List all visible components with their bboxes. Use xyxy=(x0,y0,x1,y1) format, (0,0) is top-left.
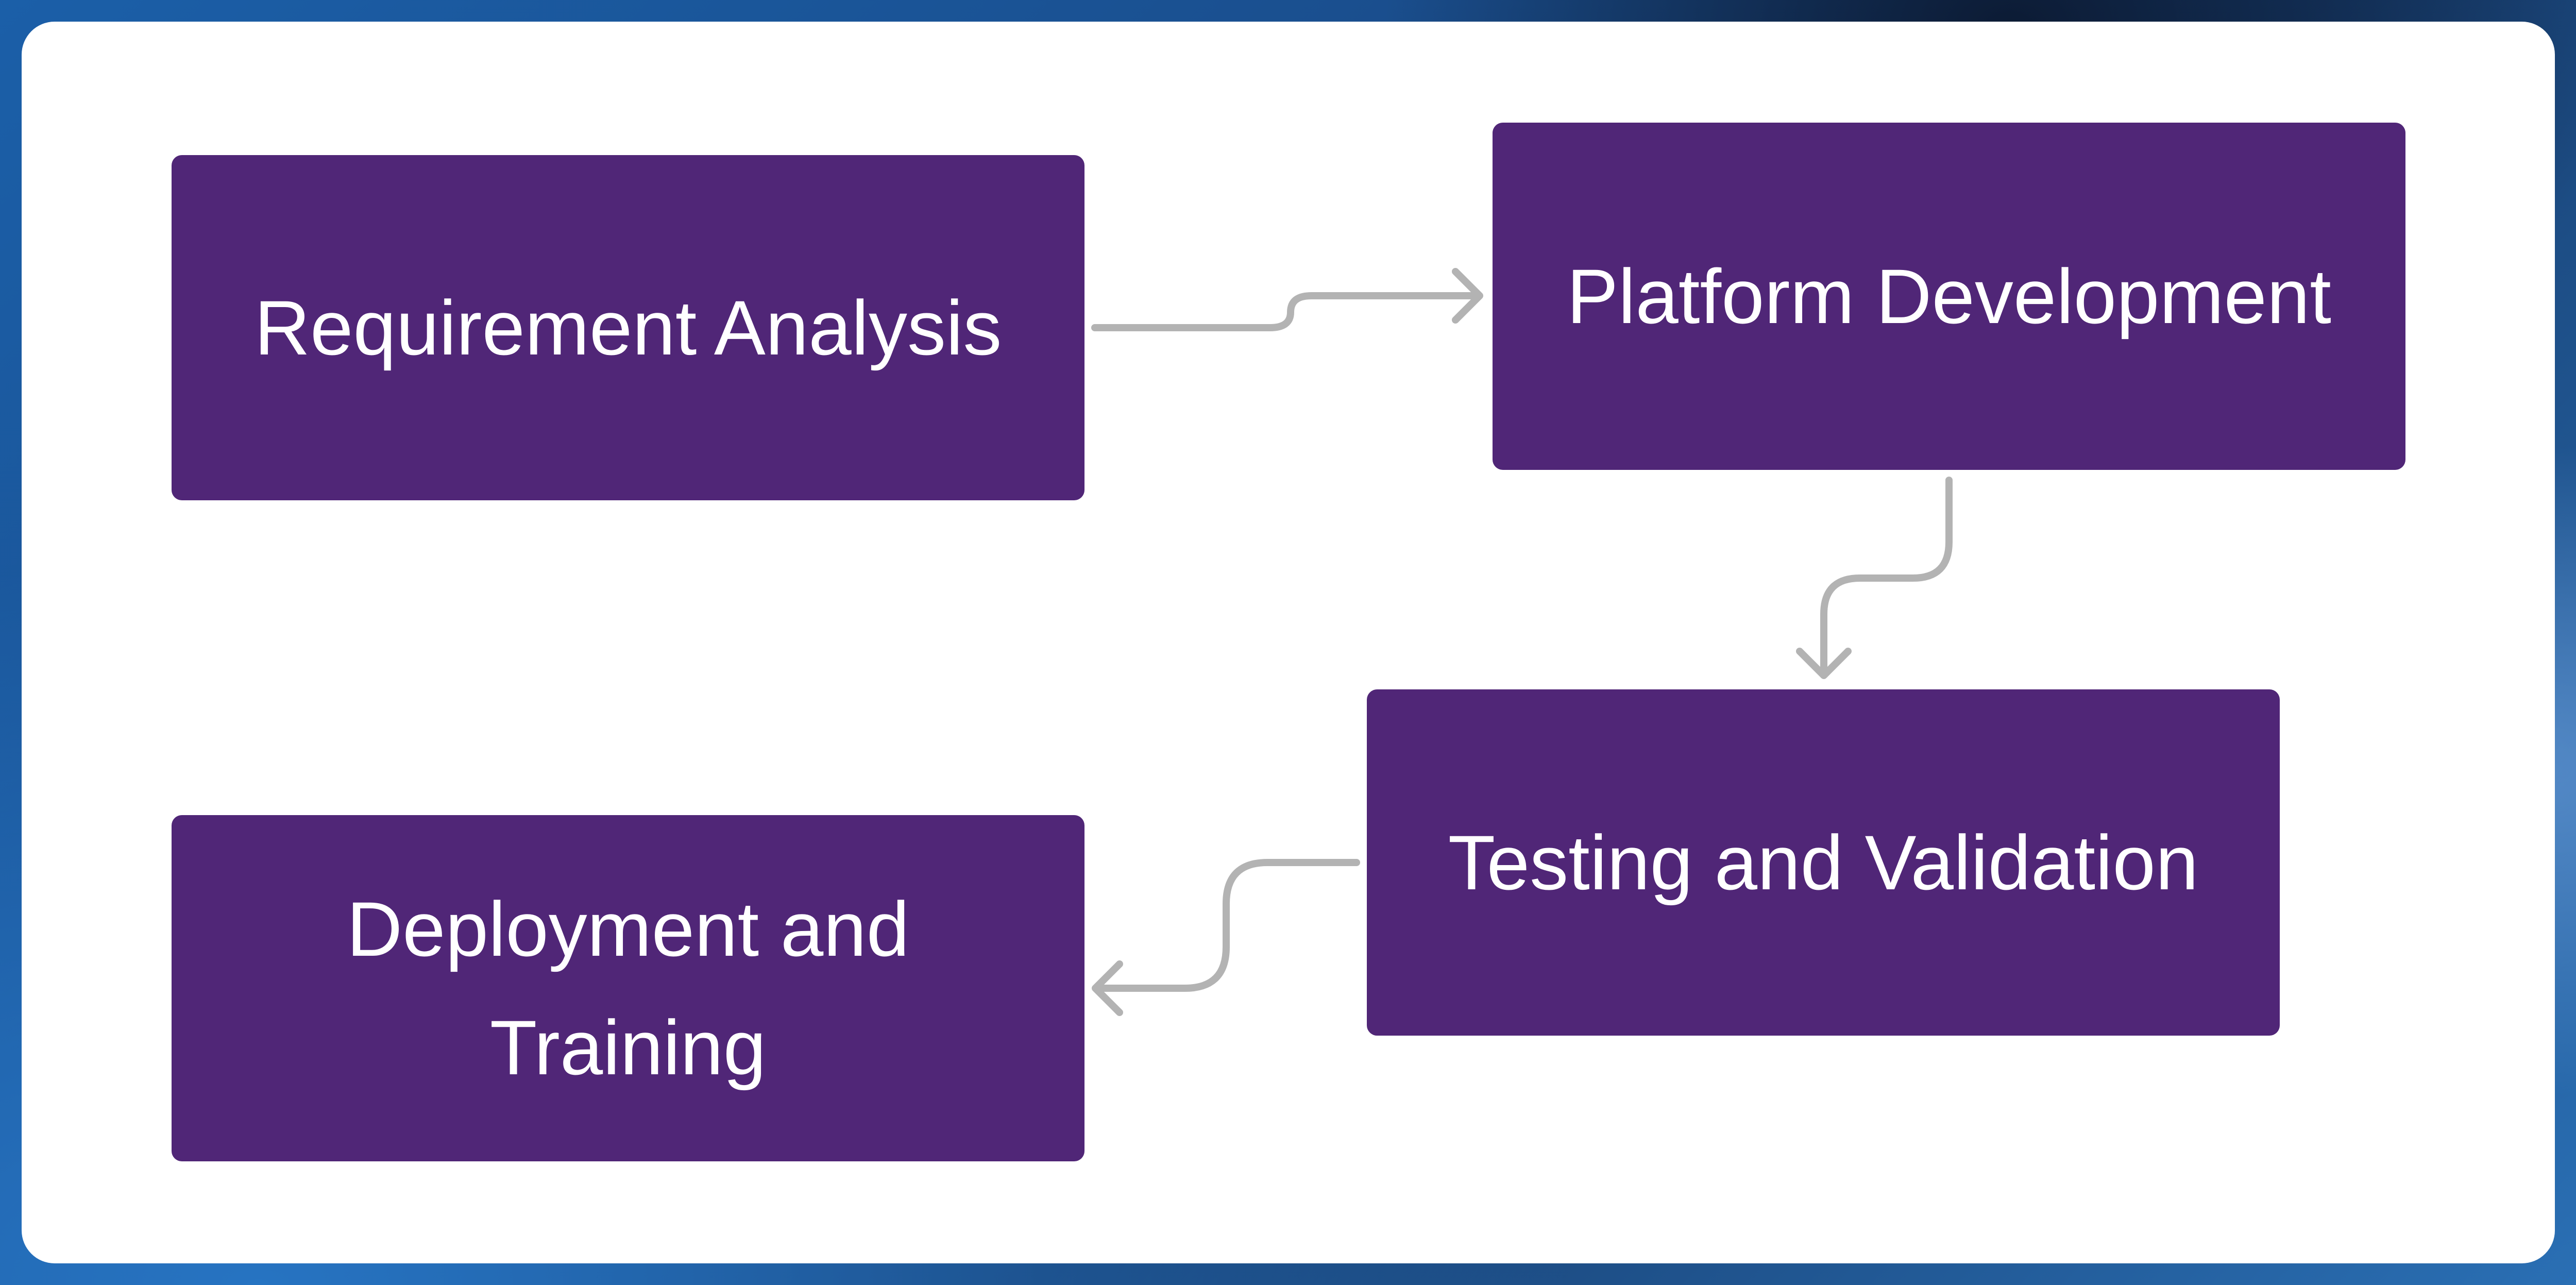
arrowhead-deployment xyxy=(1092,960,1123,1016)
node-platform-development: Platform Development xyxy=(1493,123,2405,470)
node-deployment-and-training: Deployment and Training xyxy=(172,815,1084,1161)
arrowhead-platform xyxy=(1452,268,1483,324)
edge-requirement-to-platform xyxy=(1091,292,1480,331)
node-label: Platform Development xyxy=(1567,253,2331,340)
edge-platform-to-testing xyxy=(1820,477,1953,676)
node-label: Testing and Validation xyxy=(1448,819,2199,906)
arrowhead-testing xyxy=(1796,648,1852,679)
node-label: Deployment and Training xyxy=(346,886,910,1091)
node-requirement-analysis: Requirement Analysis xyxy=(172,155,1084,500)
node-label: Requirement Analysis xyxy=(254,284,1002,371)
edge-testing-to-deployment xyxy=(1095,859,1360,992)
node-testing-and-validation: Testing and Validation xyxy=(1367,689,2280,1036)
